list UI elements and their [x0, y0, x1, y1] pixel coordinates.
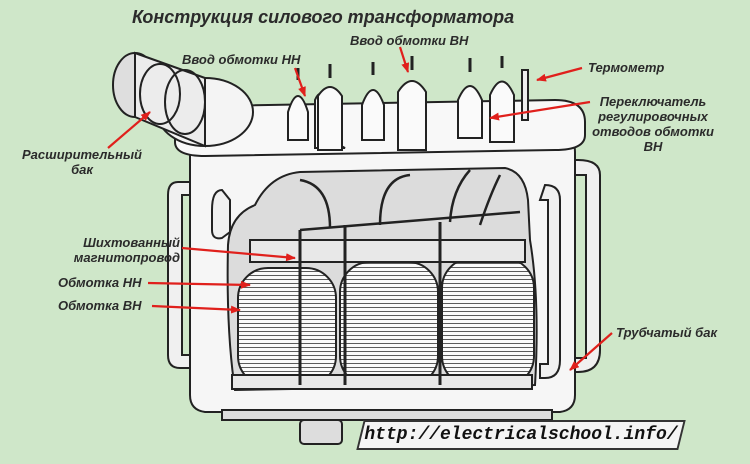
tank-tubes-left [167, 181, 231, 369]
arrow-input-hv [398, 46, 410, 73]
arrow-tank [569, 332, 613, 371]
label-tank: Трубчатый бак [616, 325, 718, 340]
label-tap-changer-line4: ВН [643, 139, 663, 154]
source-url: http://electricalschool.info/ [364, 425, 678, 445]
magnetic-core [231, 222, 533, 390]
label-winding-lv: Обмотка НН [58, 275, 142, 290]
label-tap-changer-line3: отводов обмотки [592, 124, 714, 139]
label-expander-line1: Расширительный [22, 147, 142, 162]
label-tap-changer: Переключатель регулировочных отводов обм… [590, 94, 716, 154]
label-input-hv: Ввод обмотки ВН [350, 33, 469, 48]
label-input-lv: Ввод обмотки НН [182, 52, 301, 67]
arrow-expander [107, 111, 151, 149]
expander-tank [112, 51, 254, 148]
arrow-tap-changer [489, 100, 591, 121]
tank-tubes-right [538, 159, 601, 379]
label-core: Шихтованный магнитопровод [22, 235, 180, 265]
arrow-winding-lv [147, 280, 251, 289]
pointer-arrows [107, 46, 613, 371]
arrow-core [181, 246, 296, 262]
arrow-input-lv [293, 67, 307, 97]
label-tap-changer-line2: регулировочных [598, 109, 708, 124]
label-expander-line2: бак [71, 162, 93, 177]
thermometer [521, 69, 529, 121]
label-core-line2: магнитопровод [73, 250, 180, 265]
label-tap-changer-line1: Переключатель [599, 94, 707, 109]
internal-leads [299, 169, 521, 232]
label-expander: Расширительный бак [12, 147, 152, 177]
diagram-title: Конструкция силового трансформатора [132, 7, 515, 27]
label-winding-hv: Обмотка ВН [58, 298, 142, 313]
label-core-line1: Шихтованный [83, 235, 180, 250]
arrow-winding-hv [151, 304, 241, 314]
source-url-badge: http://electricalschool.info/ [356, 420, 686, 450]
windings [237, 257, 535, 387]
label-thermometer: Термометр [588, 60, 665, 75]
arrow-thermometer [536, 66, 583, 82]
bushings [287, 56, 515, 151]
